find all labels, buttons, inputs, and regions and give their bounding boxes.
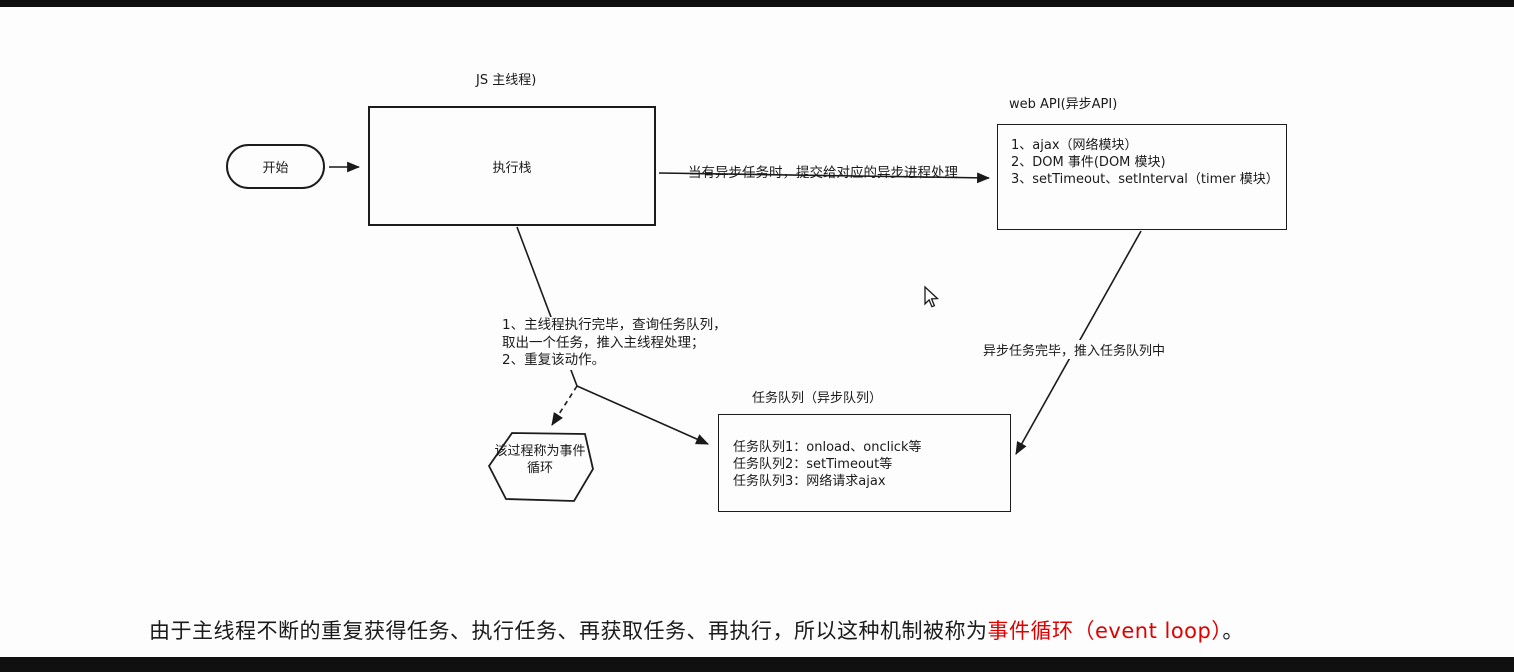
execution-stack-label: 执行栈 xyxy=(492,160,532,176)
note-line: 取出一个任务，推入主线程处理； xyxy=(502,334,705,351)
execution-stack-node: 执行栈 xyxy=(368,106,656,226)
edge-label-async-task: 当有异步任务时，提交给对应的异步进程处理 xyxy=(688,165,958,181)
task-queue-line: 任务队列1：onload、onclick等 xyxy=(733,440,922,455)
task-queue-node: 任务队列1：onload、onclick等 任务队列2：setTimeout等 … xyxy=(718,414,1011,512)
web-api-line: 3、setTimeout、setInterval（timer 模块） xyxy=(1011,172,1279,187)
start-label: 开始 xyxy=(262,161,289,176)
task-queue-title: 任务队列（异步队列） xyxy=(752,391,883,406)
caption-text-period: 。 xyxy=(1222,619,1244,643)
main-thread-loop-note: 1、主线程执行完毕，查询任务队列， 取出一个任务，推入主线程处理； 2、重复该动… xyxy=(502,317,727,370)
start-node: 开始 xyxy=(226,144,325,189)
note-line: 2、重复该动作。 xyxy=(502,352,606,368)
web-api-node: 1、ajax（网络模块） 2、DOM 事件(DOM 模块) 3、setTimeo… xyxy=(997,124,1287,230)
caption-text-black: 由于主线程不断的重复获得任务、执行任务、再获取任务、再执行，所以这种机制被称为 xyxy=(149,619,988,643)
mouse-cursor-icon xyxy=(924,285,940,308)
edge-label-async-done: 异步任务完毕，推入任务队列中 xyxy=(981,340,1168,359)
web-api-title: web API(异步API) xyxy=(1009,97,1118,112)
letterbox-top xyxy=(0,0,1514,7)
caption-text-red: 事件循环（event loop） xyxy=(987,619,1223,643)
web-api-line: 1、ajax（网络模块） xyxy=(1011,138,1138,153)
js-main-thread-label: JS 主线程) xyxy=(476,73,537,88)
task-queue-line: 任务队列2：setTimeout等 xyxy=(733,457,893,472)
arrow-fork-to-queue xyxy=(576,385,709,445)
web-api-line: 2、DOM 事件(DOM 模块) xyxy=(1011,155,1166,170)
arrow-stack-to-webapi xyxy=(658,172,991,184)
task-queue-line: 任务队列3：网络请求ajax xyxy=(733,474,886,489)
letterbox-bottom xyxy=(0,657,1514,672)
event-loop-hexagon xyxy=(487,432,594,502)
caption: 由于主线程不断的重复获得任务、执行任务、再获取任务、再执行，所以这种机制被称为事… xyxy=(149,617,1489,645)
event-loop-hexagon-label: 该过程称为事件循环 xyxy=(494,444,586,476)
arrow-dashed-to-hexagon xyxy=(551,385,578,426)
note-line: 1、主线程执行完毕，查询任务队列， xyxy=(502,317,727,333)
